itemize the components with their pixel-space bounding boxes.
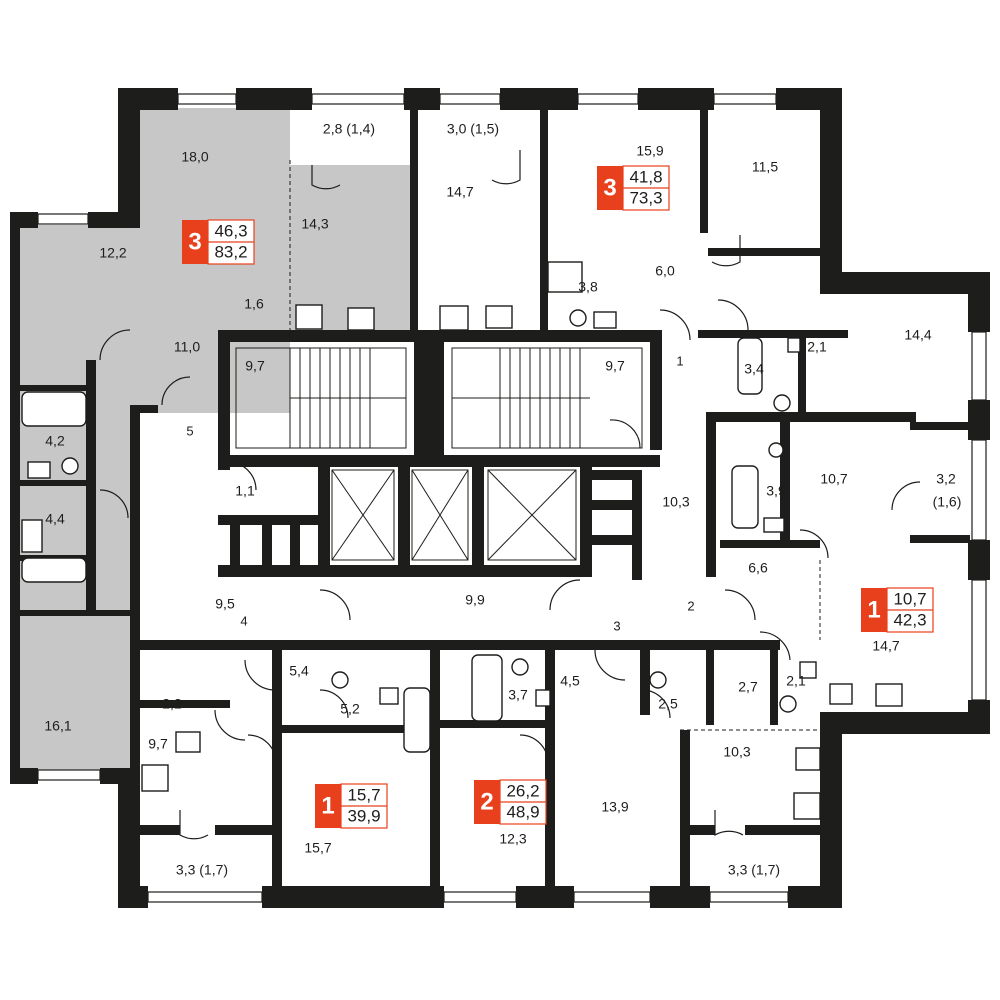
room-label: 1 [676, 353, 683, 368]
room-label: 2,8 (1,4) [323, 121, 375, 137]
room-label: 11,0 [174, 339, 200, 355]
room-label: 2,1 [786, 673, 806, 689]
room-label: 4 [240, 613, 247, 628]
unit-living-area: 10,7 [893, 589, 926, 608]
unit-rooms: 1 [867, 596, 880, 623]
room-label: 2,2 [162, 696, 182, 712]
room-label: 18,0 [181, 149, 208, 165]
room-label: 10,7 [820, 471, 847, 487]
room-label: 3,9 [766, 483, 786, 499]
room-labels: 18,0 2,8 (1,4) 3,0 (1,5) 15,9 11,5 14,3 … [44, 121, 961, 878]
room-label: 14,7 [446, 184, 473, 200]
room-label: 16,1 [44, 718, 71, 734]
partitions [18, 108, 970, 890]
stair-right [451, 347, 643, 449]
room-label: 3,7 [508, 687, 528, 703]
room-label: 14,4 [904, 327, 931, 343]
outer-walls [10, 88, 990, 908]
unit-total-area: 42,3 [893, 610, 926, 629]
room-label: 1,1 [235, 483, 255, 499]
unit-total-area: 73,3 [629, 188, 662, 207]
room-label: 9,5 [215, 596, 235, 612]
room-label: 13,9 [601, 799, 628, 815]
unit-total-area: 39,9 [347, 806, 380, 825]
unit-badge: 3 46,3 83,2 [182, 219, 255, 265]
room-label: 3,3 (1,7) [176, 862, 228, 878]
room-label: 2,1 [807, 339, 827, 355]
unit-badge: 2 26,2 48,9 [474, 779, 547, 825]
room-label: 5,4 [289, 663, 309, 679]
room-label: (1,6) [933, 494, 962, 510]
room-label: 6,6 [748, 560, 768, 576]
windows [37, 93, 987, 903]
room-label: 12,2 [99, 245, 126, 261]
room-label: 9,7 [148, 736, 168, 752]
room-label: 9,7 [245, 358, 265, 374]
room-label: 11,5 [752, 159, 778, 175]
room-label: 2 [687, 598, 694, 613]
core-walls [218, 330, 662, 580]
highlighted-unit-fill [18, 108, 410, 770]
room-label: 3,2 [936, 471, 956, 487]
fixtures [21, 261, 903, 820]
room-label: 5,2 [340, 701, 360, 717]
room-label: 14,3 [301, 216, 328, 232]
room-label: 2,7 [738, 679, 758, 695]
unit-badge: 1 15,7 39,9 [315, 783, 388, 829]
unit-rooms: 3 [188, 228, 201, 255]
room-label: 3,4 [744, 361, 764, 377]
unit-living-area: 46,3 [214, 221, 247, 240]
room-label: 14,7 [872, 638, 899, 654]
dashed-dividers [289, 160, 821, 731]
room-label: 9,9 [465, 592, 485, 608]
room-label: 3 [613, 618, 620, 633]
room-label: 9,7 [605, 358, 625, 374]
room-label: 10,3 [723, 744, 750, 760]
unit-rooms: 3 [603, 174, 616, 201]
stair-left [235, 347, 407, 449]
room-label: 3,8 [578, 279, 598, 295]
room-label: 15,9 [636, 143, 663, 159]
room-label: 1,6 [244, 296, 264, 312]
room-label: 3,0 (1,5) [447, 121, 499, 137]
room-label: 2,5 [658, 696, 678, 712]
unit-rooms: 2 [480, 788, 493, 815]
unit-living-area: 41,8 [629, 167, 662, 186]
unit-living-area: 26,2 [506, 781, 539, 800]
room-label: 4,5 [560, 673, 580, 689]
unit-living-area: 15,7 [347, 785, 380, 804]
room-label: 12,3 [499, 831, 526, 847]
room-label: 10,3 [662, 494, 689, 510]
room-label: 4,4 [45, 511, 65, 527]
room-label: 15,7 [304, 840, 331, 856]
room-label: 6,0 [655, 263, 675, 279]
unit-total-area: 48,9 [506, 802, 539, 821]
unit-total-area: 83,2 [214, 242, 247, 261]
unit-rooms: 1 [321, 792, 334, 819]
room-label: 5 [186, 423, 193, 438]
doors [99, 150, 921, 840]
unit-badge: 3 41,8 73,3 [597, 165, 670, 211]
room-label: 4,2 [45, 433, 65, 449]
room-label: 3,3 (1,7) [728, 862, 780, 878]
unit-badge: 1 10,7 42,3 [861, 587, 934, 633]
